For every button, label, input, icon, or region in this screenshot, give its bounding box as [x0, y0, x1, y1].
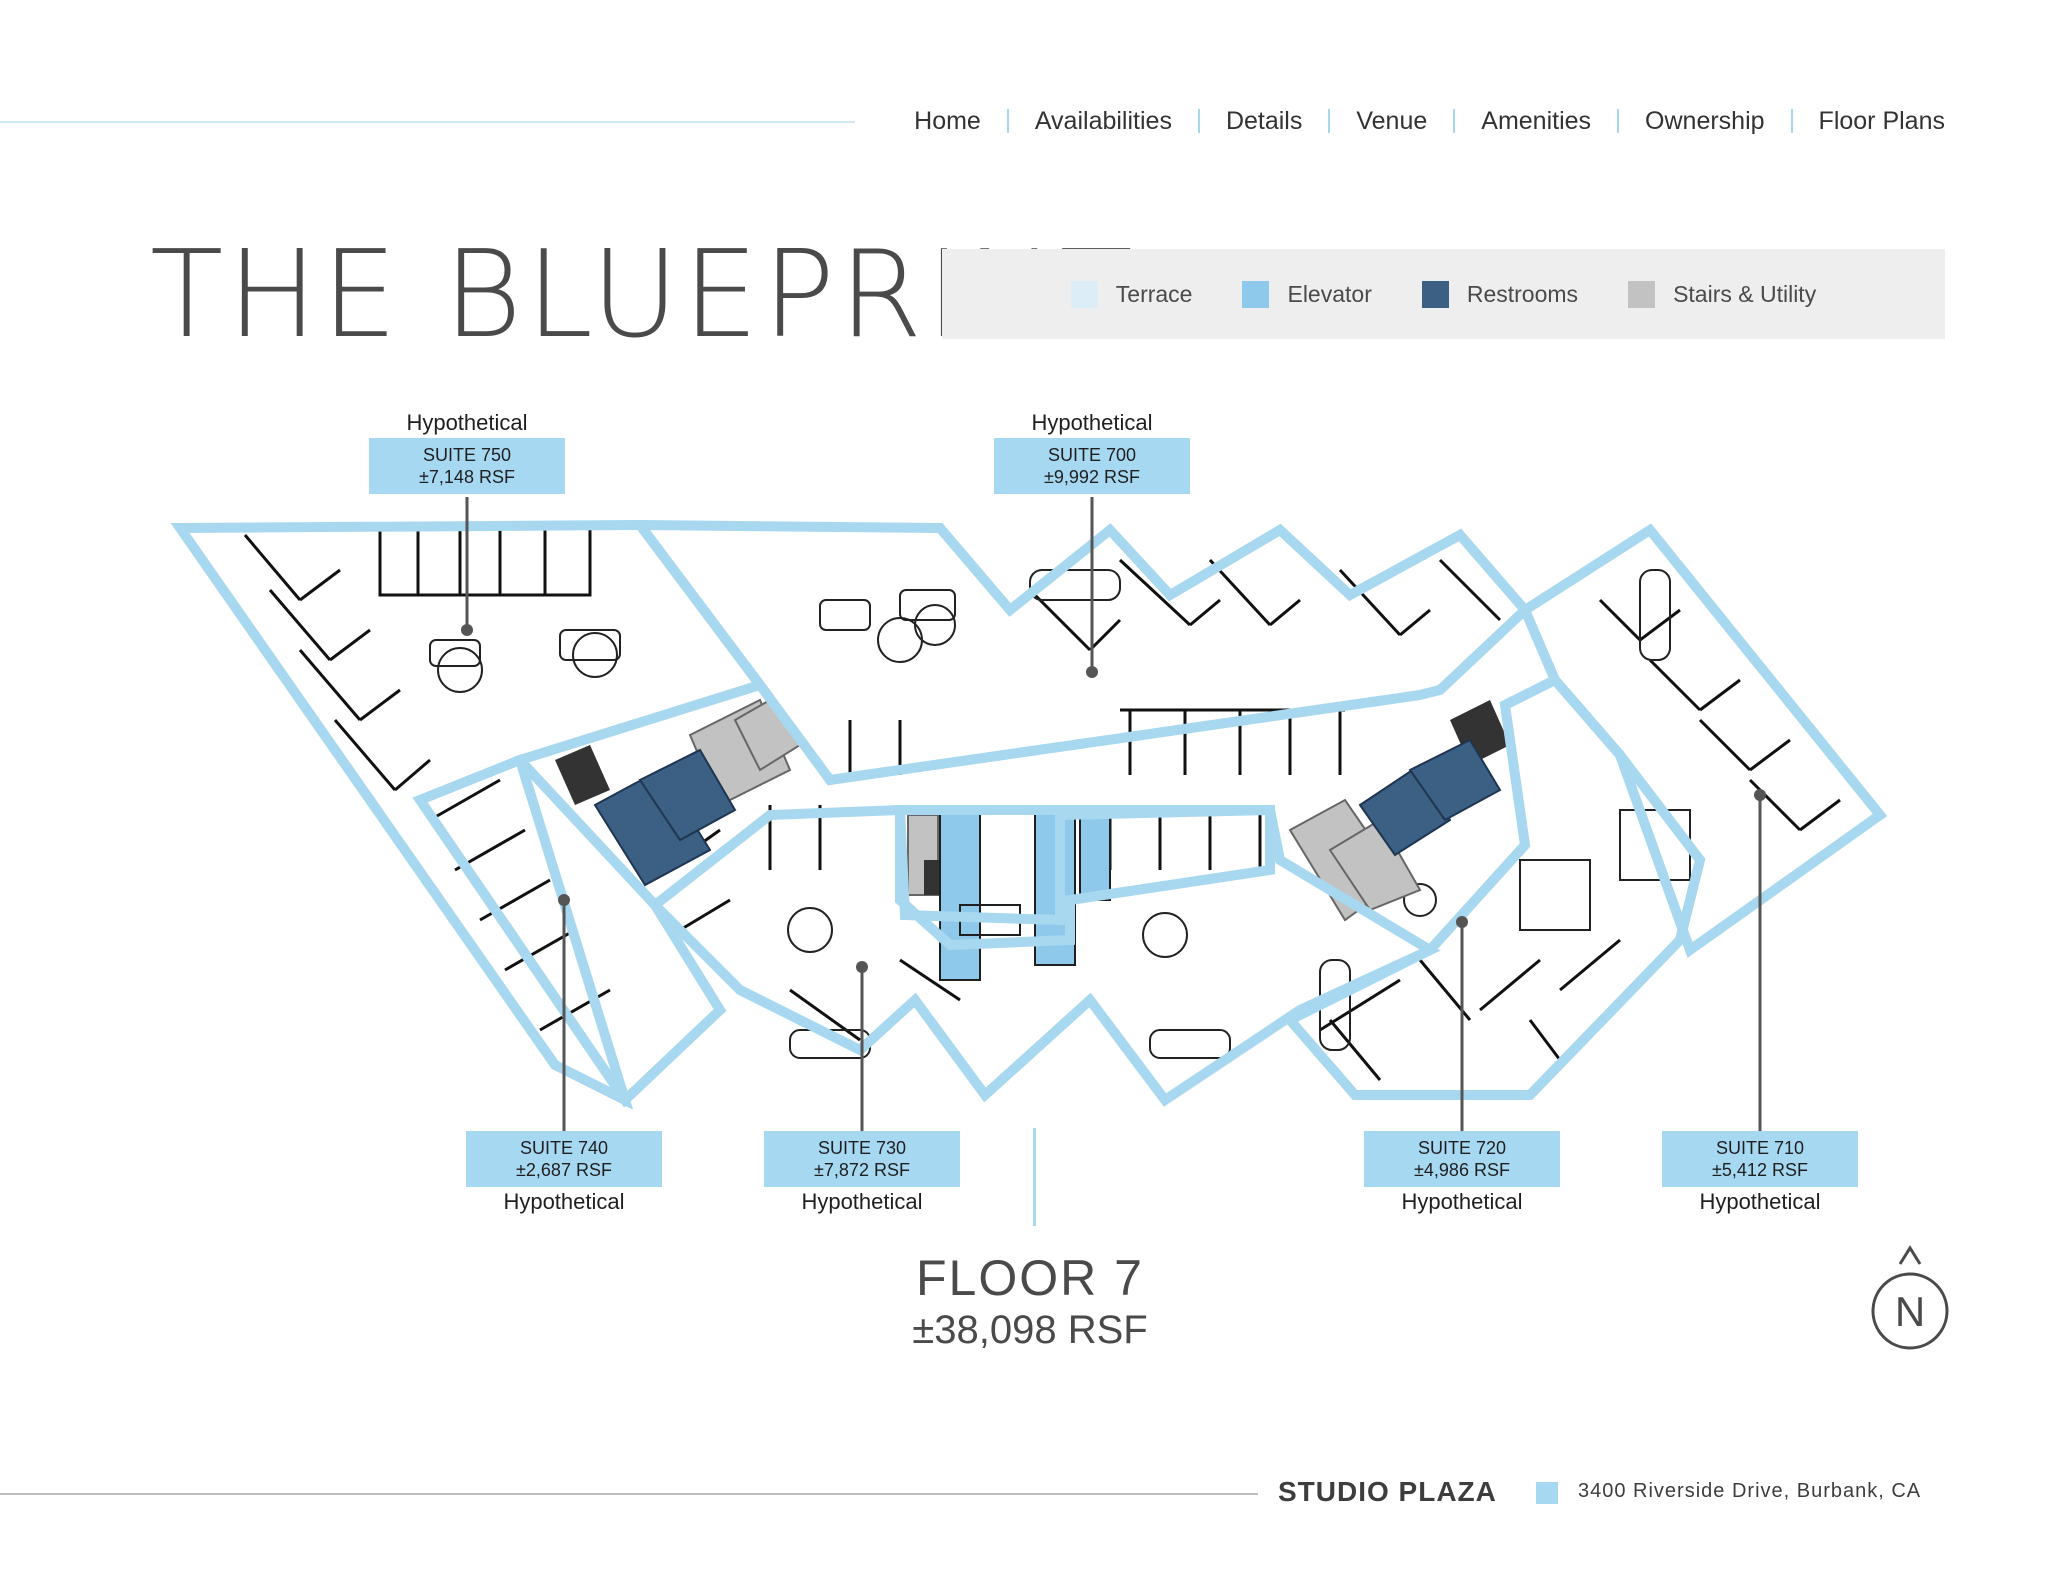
suite-label-720[interactable]: SUITE 720 ±4,986 RSF Hypothetical [1364, 1131, 1560, 1217]
header-rule [0, 121, 855, 123]
nav-divider [1328, 109, 1331, 133]
main-nav: Home Availabilities Details Venue Amenit… [855, 104, 1945, 138]
floor-title: FLOOR 7 [916, 1250, 1144, 1306]
suite-note: Hypothetical [1401, 1189, 1523, 1214]
nav-divider [1617, 109, 1620, 133]
legend-item-restrooms: Restrooms [1421, 280, 1579, 308]
suite-box: SUITE 750 ±7,148 RSF [369, 438, 565, 494]
suite-note: Hypothetical [1699, 1189, 1821, 1214]
interior-walls [243, 530, 1841, 1081]
stairs-utility-areas [688, 698, 1422, 922]
suite-box: SUITE 710 ±5,412 RSF [1662, 1131, 1858, 1187]
suite-rsf: ±2,687 RSF [516, 1160, 612, 1180]
nav-ownership[interactable]: Ownership [1645, 106, 1765, 135]
suite-box: SUITE 720 ±4,986 RSF [1364, 1131, 1560, 1187]
nav-home[interactable]: Home [914, 106, 981, 135]
floor-divider [1033, 1128, 1036, 1226]
suite-label-730[interactable]: SUITE 730 ±7,872 RSF Hypothetical [764, 1131, 960, 1217]
legend-swatch-stairs-utility [1628, 280, 1656, 308]
suite-box: SUITE 740 ±2,687 RSF [466, 1131, 662, 1187]
leader-lines [465, 497, 1762, 1131]
suite-note: Hypothetical [406, 410, 528, 435]
suite-label-700[interactable]: Hypothetical SUITE 700 ±9,992 RSF [994, 408, 1190, 494]
suite-name: SUITE 730 [817, 1138, 907, 1158]
nav-floor-plans[interactable]: Floor Plans [1818, 106, 1945, 135]
leader-pins [461, 624, 1766, 973]
suite-rsf: ±5,412 RSF [1712, 1160, 1808, 1180]
suite-rsf: ±7,148 RSF [419, 467, 515, 487]
floor-rsf: ±38,098 RSF [912, 1308, 1148, 1352]
legend-swatch-terrace [1070, 280, 1098, 308]
suite-box: SUITE 700 ±9,992 RSF [994, 438, 1190, 494]
legend-label: Terrace [1115, 280, 1193, 307]
nav-venue[interactable]: Venue [1356, 106, 1428, 135]
footer-rule [0, 1493, 1258, 1495]
footer-brand: STUDIO PLAZA [1278, 1476, 1497, 1507]
suite-rsf: ±9,992 RSF [1044, 467, 1140, 487]
suite-label-740[interactable]: SUITE 740 ±2,687 RSF Hypothetical [466, 1131, 662, 1217]
footer-address: 3400 Riverside Drive, Burbank, CA [1578, 1480, 1922, 1502]
restrooms [593, 738, 1502, 887]
legend-item-stairs-utility: Stairs & Utility [1628, 280, 1817, 308]
suite-note: Hypothetical [1031, 410, 1153, 435]
legend-label: Elevator [1287, 280, 1372, 307]
suite-note: Hypothetical [503, 1189, 625, 1214]
nav-details[interactable]: Details [1225, 106, 1303, 135]
nav-divider [1006, 109, 1009, 133]
suite-name: SUITE 720 [1417, 1138, 1507, 1158]
core-outline [895, 805, 1275, 951]
legend-label: Stairs & Utility [1673, 280, 1817, 307]
suite-name: SUITE 700 [1047, 445, 1137, 465]
suite-label-710[interactable]: SUITE 710 ±5,412 RSF Hypothetical [1662, 1131, 1858, 1217]
nav-divider [1197, 109, 1200, 133]
nav-amenities[interactable]: Amenities [1481, 106, 1592, 135]
legend-swatch-restrooms [1421, 280, 1449, 308]
suite-outlines [170, 519, 1888, 1110]
suite-710-outline [1518, 523, 1888, 958]
legend: Terrace Elevator Restrooms Stairs & Util… [942, 249, 1945, 339]
suite-720-outline [1282, 673, 1706, 1100]
suite-740-outline [412, 754, 727, 1108]
suite-label-750[interactable]: Hypothetical SUITE 750 ±7,148 RSF [369, 408, 565, 494]
suite-box: SUITE 730 ±7,872 RSF [764, 1131, 960, 1187]
north-arrow-icon: N [1871, 1245, 1949, 1350]
nav-availabilities[interactable]: Availabilities [1034, 106, 1172, 135]
suite-rsf: ±7,872 RSF [814, 1160, 910, 1180]
suite-700-outline [629, 519, 1532, 786]
suite-name: SUITE 740 [519, 1138, 609, 1158]
legend-item-terrace: Terrace [1070, 280, 1193, 308]
suite-note: Hypothetical [801, 1189, 923, 1214]
legend-item-elevator: Elevator [1242, 280, 1372, 308]
nav-divider [1790, 109, 1793, 133]
suite-name: SUITE 750 [422, 445, 512, 465]
legend-label: Restrooms [1466, 280, 1579, 307]
legend-swatch-elevator [1242, 280, 1270, 308]
suite-name: SUITE 710 [1715, 1138, 1805, 1158]
north-label: N [1895, 1288, 1925, 1335]
suite-rsf: ±4,986 RSF [1414, 1160, 1510, 1180]
footer-accent-square [1536, 1482, 1558, 1504]
nav-divider [1453, 109, 1456, 133]
